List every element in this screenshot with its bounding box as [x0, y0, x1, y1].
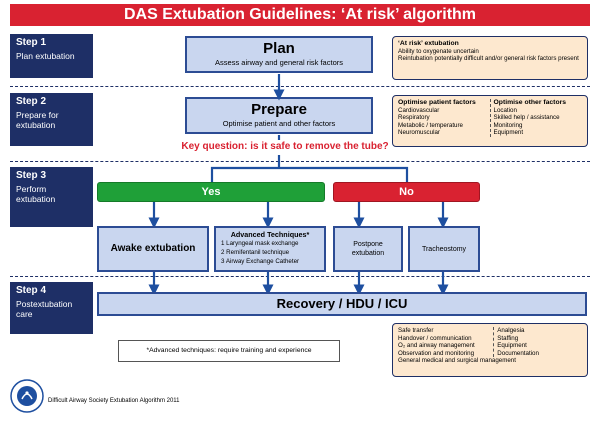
care-item: Handover / communication [398, 334, 472, 342]
line-question-split [210, 155, 409, 182]
patient-factor: Neuromuscular [398, 129, 440, 137]
step-text: Postextubation care [16, 299, 73, 319]
plan-subtitle: Assess airway and general risk factors [215, 58, 343, 67]
optimise-info-box: Optimise patient factors Cardiovascular … [392, 95, 588, 147]
other-factor: Skilled help / assistance [493, 114, 560, 122]
diagram-title: DAS Extubation Guidelines: ‘At risk’ alg… [10, 4, 590, 26]
step-number: Step 3 [16, 170, 47, 181]
patient-factor: Metabolic / temperature [398, 121, 463, 129]
care-item: Documentation [497, 349, 539, 357]
plan-box: Plan Assess airway and general risk fact… [185, 36, 373, 73]
step-2-label: Step 2 Prepare for extubation [10, 93, 93, 146]
advanced-techniques-box: Advanced Techniques* 1 Laryngeal mask ex… [214, 226, 326, 272]
step-number: Step 2 [16, 96, 47, 107]
plan-title: Plan [263, 40, 295, 57]
tracheostomy-label: Tracheostomy [421, 245, 467, 253]
recovery-box: Recovery / HDU / ICU [97, 292, 587, 316]
footer-text: Difficult Airway Society Extubation Algo… [48, 398, 180, 404]
care-item: Staffing [497, 334, 519, 342]
step-4-label: Step 4 Postextubation care [10, 282, 93, 334]
tracheostomy-box: Tracheostomy [408, 226, 480, 272]
step-separator [10, 86, 590, 87]
step-separator [10, 161, 590, 162]
key-question: Key question: is it safe to remove the t… [181, 141, 389, 152]
care-item: Equipment [497, 342, 527, 350]
step-text: Perform extubation [16, 184, 56, 204]
awake-extubation-box: Awake extubation [97, 226, 209, 272]
postpone-extubation-box: Postpone extubation [333, 226, 403, 272]
prepare-title: Prepare [251, 101, 307, 118]
step-number: Step 4 [16, 285, 47, 296]
other-factor: Equipment [493, 129, 524, 137]
advanced-item: 1 Laryngeal mask exchange [221, 240, 299, 247]
step-text: Prepare for extubation [16, 110, 59, 130]
advanced-item: 3 Airway Exchange Catheter [221, 258, 300, 265]
at-risk-line-1: Ability to oxygenate uncertain [398, 47, 479, 55]
step-1-label: Step 1 Plan extubation [10, 34, 93, 78]
step-separator [10, 276, 590, 277]
care-item: O₂ and airway management [398, 342, 475, 350]
yes-bar: Yes [97, 182, 325, 202]
other-factor: Monitoring [493, 121, 523, 129]
optimise-patient-title: Optimise patient factors [398, 99, 476, 106]
at-risk-info-box: ‘At risk’ extubation Ability to oxygenat… [392, 36, 588, 80]
postextubation-care-box: Safe transfer Handover / communication O… [392, 323, 588, 377]
footnote: *Advanced techniques: require training a… [118, 340, 340, 362]
step-3-label: Step 3 Perform extubation [10, 167, 93, 227]
at-risk-line-2: Reintubation potentially difficult and/o… [398, 55, 579, 63]
care-item: Safe transfer [398, 327, 434, 334]
step-number: Step 1 [16, 37, 47, 48]
patient-factor: Respiratory [398, 114, 430, 122]
other-factor: Location [493, 106, 517, 114]
care-item: Analgesia [497, 327, 525, 334]
postpone-label: Postpone extubation [351, 241, 385, 257]
no-bar: No [333, 182, 480, 202]
care-bottom-line: General medical and surgical management [398, 357, 516, 365]
at-risk-title: ‘At risk’ extubation [398, 40, 459, 47]
prepare-subtitle: Optimise patient and other factors [222, 119, 336, 128]
patient-factor: Cardiovascular [398, 106, 440, 114]
advanced-title: Advanced Techniques* [230, 230, 310, 239]
awake-extubation-label: Awake extubation [110, 243, 196, 254]
das-logo-icon [10, 379, 44, 413]
step-text: Plan extubation [16, 51, 75, 61]
advanced-item: 2 Remifentanil technique [221, 249, 290, 256]
optimise-other-title: Optimise other factors [493, 99, 567, 106]
care-item: Observation and monitoring [398, 349, 475, 357]
